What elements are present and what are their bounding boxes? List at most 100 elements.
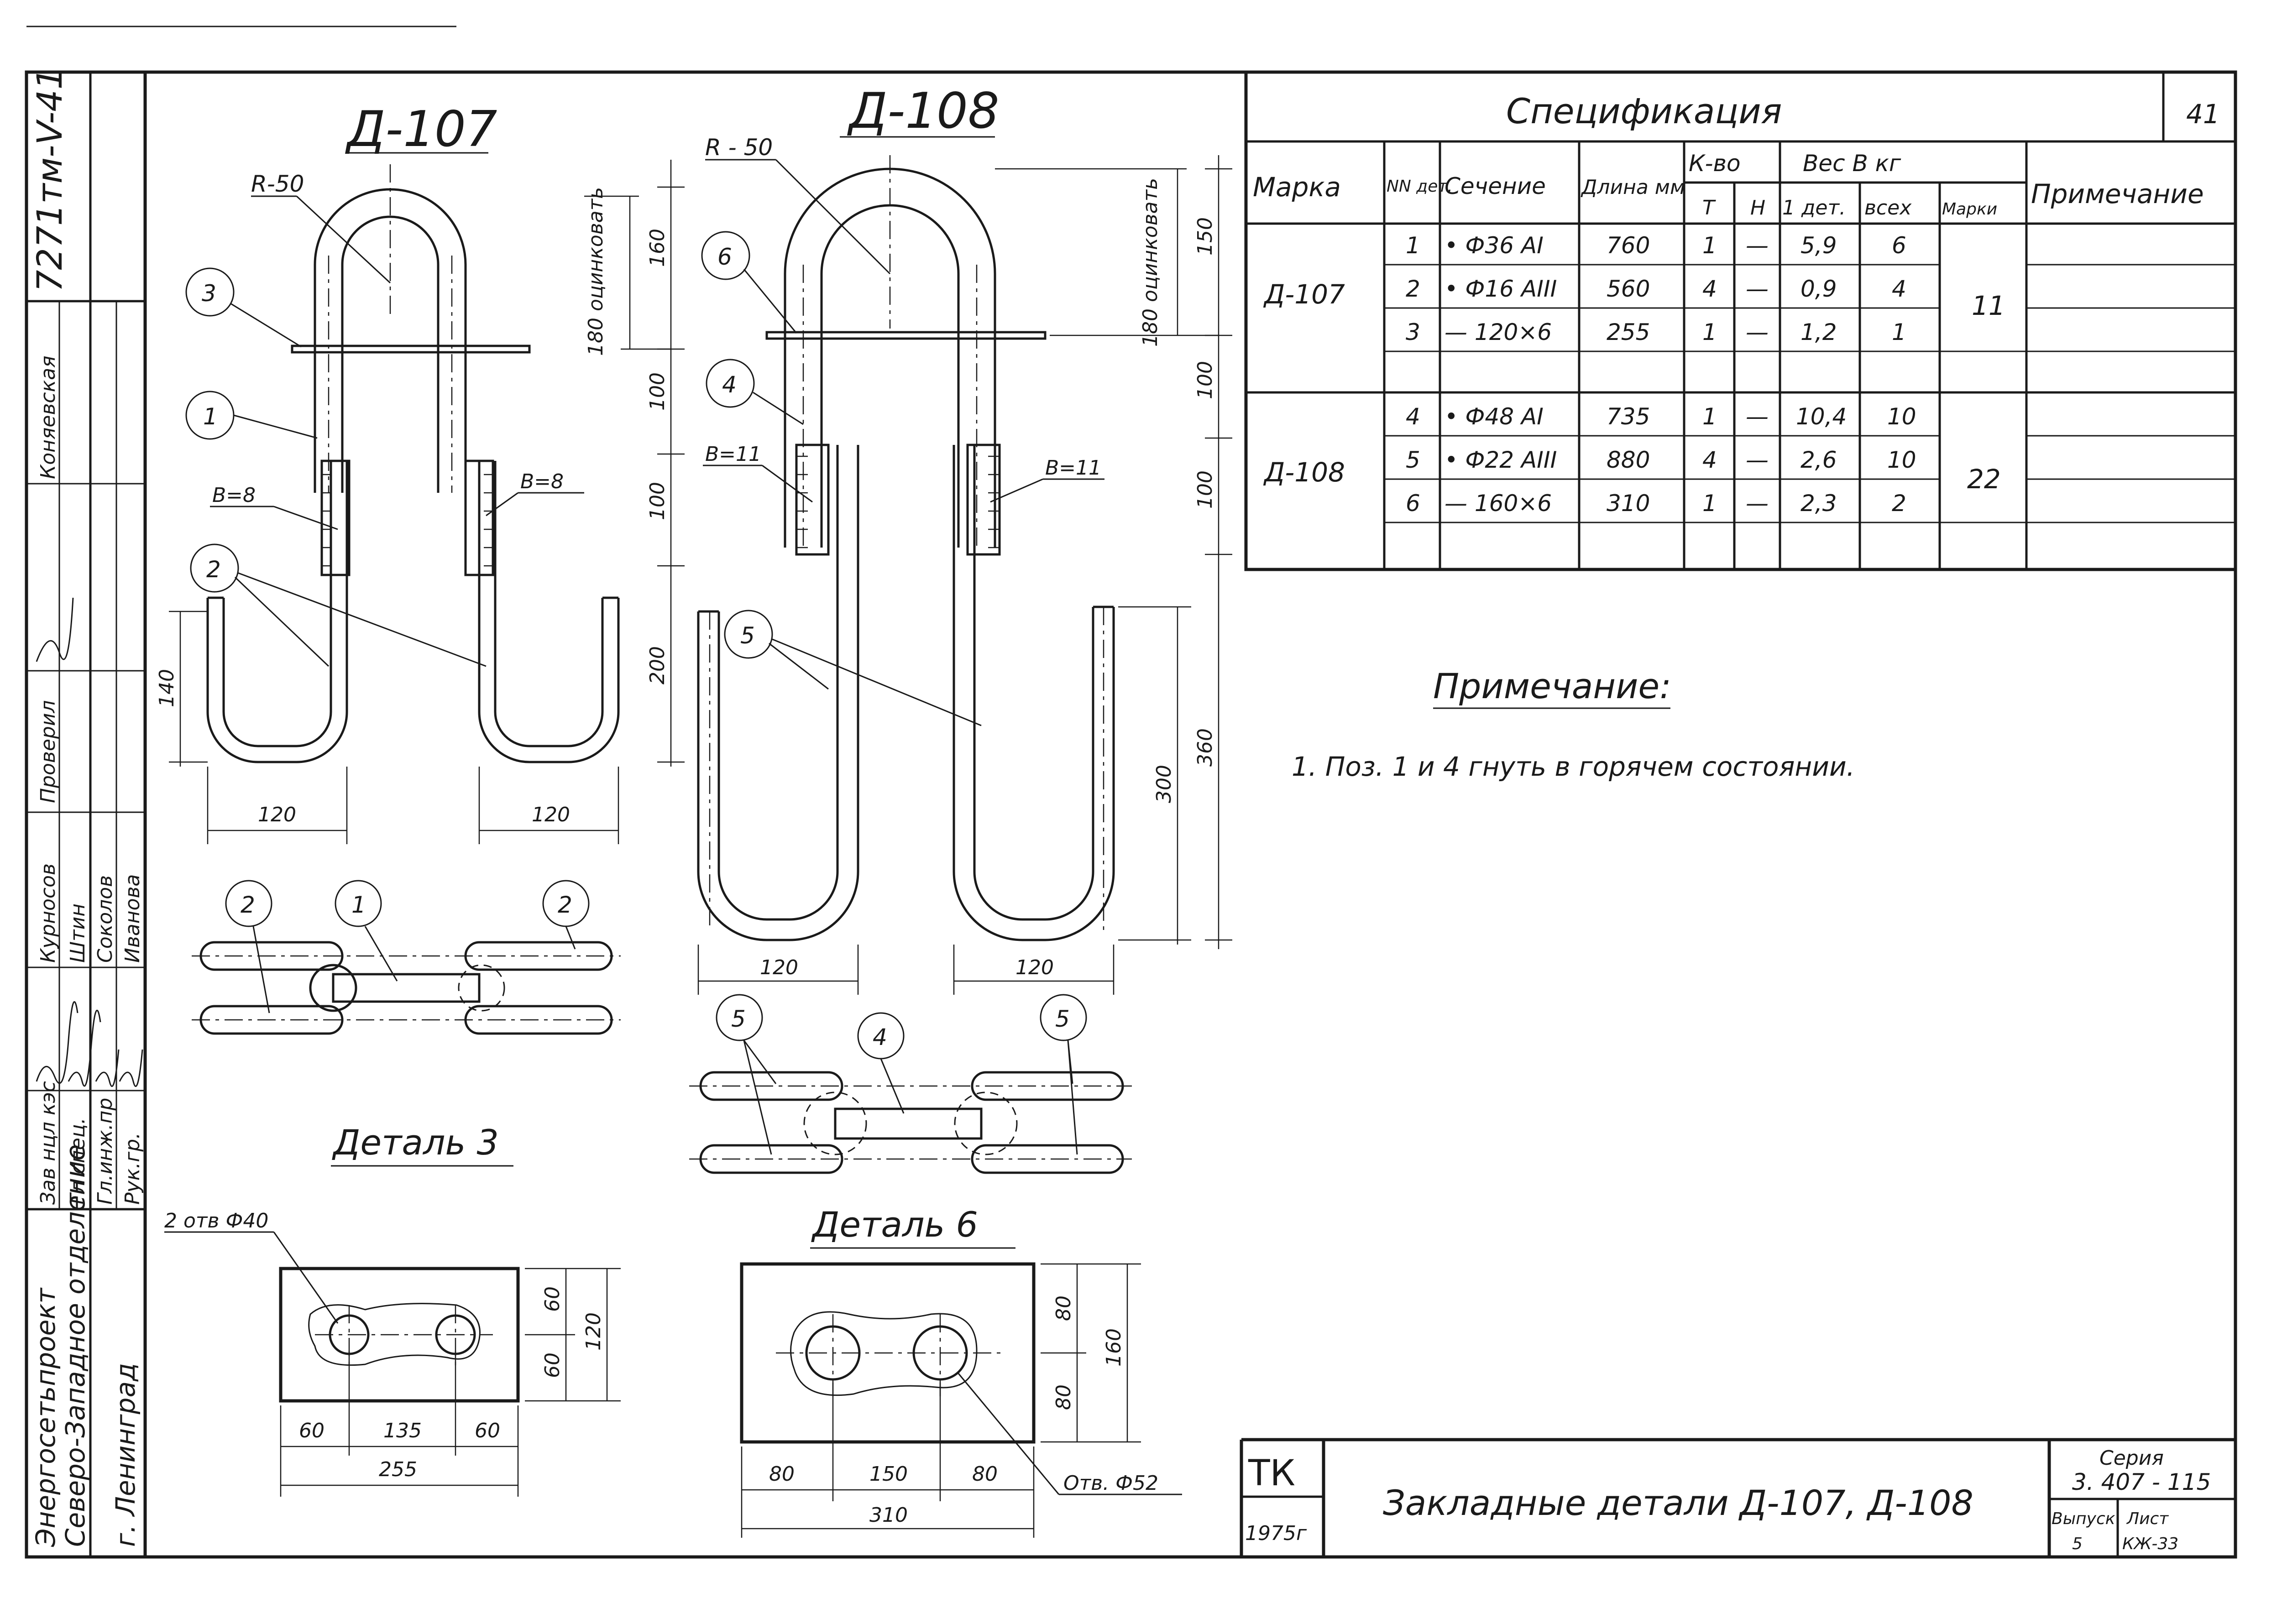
- detail3-dim-h-bottom: 60: [541, 1352, 564, 1378]
- detail6-hole-leader: [958, 1373, 1060, 1495]
- detail6-hole-label: Отв. Ф52: [1063, 1472, 1158, 1495]
- svg-text:• Ф48 АI: • Ф48 АI: [1445, 403, 1544, 430]
- outer-frame: [25, 70, 2237, 1559]
- role-4: Рук.гр.: [121, 1133, 144, 1205]
- svg-text:—: —: [1746, 276, 1769, 302]
- svg-text:1: 1: [1702, 319, 1717, 345]
- d107-dim-top: 160: [646, 229, 669, 267]
- plan108-marker-4-leader: [880, 1058, 905, 1114]
- spec-row: 1 • Ф36 АI 760 1 — 5,9 6: [1406, 232, 1906, 259]
- mark-d108-weight: 22: [1967, 464, 2001, 495]
- detail3-dim-w-left: 60: [299, 1419, 325, 1442]
- note-text: 1. Поз. 1 и 4 гнуть в горячем состоянии.: [1292, 751, 1855, 782]
- spec-row: 6 — 160×6 310 1 — 2,3 2: [1406, 490, 1906, 517]
- plan108-marker-5a-label: 5: [731, 1006, 746, 1032]
- spec-row: 3 — 120×6 255 1 — 1,2 1: [1406, 319, 1906, 345]
- specification-table: [1244, 70, 2237, 571]
- svg-text:1: 1: [1892, 319, 1906, 345]
- plan107-marker-2a: [225, 880, 272, 927]
- hdr-mark: Марка: [1253, 172, 1341, 203]
- svg-text:255: 255: [1607, 319, 1650, 345]
- svg-text:5: 5: [1406, 447, 1420, 473]
- d107-vertical-dims: [584, 160, 685, 767]
- marker-5-leader-b: [771, 638, 982, 726]
- role-5: Проверил: [37, 700, 60, 803]
- d107-weld-right: B=8: [520, 470, 564, 493]
- plan107-marker-1: [335, 880, 382, 927]
- signature-4: [95, 1049, 120, 1087]
- d107-title: Д-107: [345, 101, 497, 158]
- role-2: Гл спец.: [66, 1117, 89, 1205]
- name-4: Иванова: [121, 874, 144, 963]
- svg-text:1: 1: [1702, 232, 1717, 259]
- name-2: Штин: [66, 903, 89, 963]
- svg-text:5,9: 5,9: [1800, 232, 1837, 259]
- title-year: 1975г: [1245, 1522, 1307, 1545]
- detail3-dim-w-right: 60: [475, 1419, 500, 1442]
- d108-right-hook: [953, 444, 1115, 941]
- detail3-dim-w-mid: 135: [383, 1419, 422, 1442]
- d107-weld-left: B=8: [212, 484, 256, 507]
- signature-5: [119, 1049, 143, 1087]
- plan107-marker-2b-leader: [565, 926, 576, 950]
- d108-dim-width-right: 120: [1015, 956, 1054, 979]
- d108-radius-leader: [775, 159, 891, 275]
- spec-sheet-no: 41: [2186, 99, 2220, 130]
- plan108-marker-5b: [1040, 994, 1087, 1041]
- d107-dim-width-right: 120: [532, 803, 570, 826]
- plan107-marker-2b-label: 2: [558, 892, 572, 918]
- svg-text:3: 3: [1406, 319, 1420, 345]
- svg-text:—: —: [1746, 447, 1769, 473]
- role-1: Зав нцл кэс: [37, 1081, 60, 1205]
- d107-radius-leader: [296, 195, 391, 284]
- plan107-marker-1-label: 1: [351, 892, 366, 918]
- d108-weld-right-leader: [990, 478, 1043, 503]
- svg-text:6: 6: [1406, 490, 1420, 517]
- svg-text:2,6: 2,6: [1800, 447, 1837, 473]
- marker-5-leader-a: [769, 642, 829, 690]
- detail3-plate: [279, 1267, 520, 1403]
- d108-galv-label: 180 оцинковать: [1139, 178, 1162, 347]
- marker-6: [701, 231, 750, 280]
- marker-4-leader: [753, 392, 804, 425]
- svg-text:4: 4: [1702, 447, 1717, 473]
- spec-title: Спецификация: [1506, 91, 1782, 131]
- d108-plan-view: [689, 1071, 1132, 1174]
- d108-dim-mid2: 100: [1193, 470, 1217, 509]
- plan108-marker-5b-label: 5: [1055, 1006, 1070, 1032]
- d107-weld-right-leader: [486, 492, 518, 517]
- marker-2-leader-b: [237, 572, 487, 667]
- plan107-marker-2a-label: 2: [241, 892, 255, 918]
- svg-text:• Ф36 АI: • Ф36 АI: [1445, 232, 1544, 259]
- detail6-dims: [741, 1263, 1141, 1538]
- spec-row: 5 • Ф22 АIII 880 4 — 2,6 10: [1406, 447, 1916, 473]
- marker-1-label: 1: [203, 403, 218, 430]
- issue-number: 5: [2072, 1535, 2083, 1553]
- detail6-dim-w-mid: 150: [869, 1462, 908, 1486]
- plan108-marker-5a-leader-b: [743, 1040, 772, 1155]
- org-name: Энергосетьпроект: [30, 1287, 61, 1547]
- detail3-dim-h-top: 60: [541, 1286, 564, 1312]
- note-title: Примечание:: [1433, 666, 1671, 706]
- d107-anchor-plate: [291, 345, 531, 354]
- hdr-partno: NN дет.: [1387, 177, 1453, 196]
- svg-text:—: —: [1746, 232, 1769, 259]
- detail3-hole-outline: [308, 1303, 481, 1366]
- svg-text:• Ф22 АIII: • Ф22 АIII: [1445, 447, 1557, 473]
- issue-label: Выпуск: [2052, 1509, 2115, 1528]
- org-city: г. Ленинград: [110, 1363, 141, 1547]
- marker-1-leader: [233, 414, 318, 439]
- svg-text:— 120×6: — 120×6: [1445, 319, 1552, 345]
- sheet-label: Лист: [2126, 1509, 2169, 1528]
- spec-row: 4 • Ф48 АI 735 1 — 10,4 10: [1406, 403, 1916, 430]
- d108-vertical-dims: [995, 155, 1232, 949]
- marker-5-label: 5: [740, 622, 755, 649]
- hdr-section: Сечение: [1445, 173, 1546, 199]
- d108-weld-right: B=11: [1045, 456, 1101, 480]
- plan108-marker-5a-leader-a: [743, 1040, 777, 1084]
- detail3-dims: [280, 1268, 621, 1497]
- marker-2: [190, 543, 239, 593]
- mark-d107-weight: 11: [1972, 290, 2005, 321]
- d107-galv-label: 180 оцинковать: [584, 187, 607, 356]
- svg-text:4: 4: [1406, 403, 1420, 430]
